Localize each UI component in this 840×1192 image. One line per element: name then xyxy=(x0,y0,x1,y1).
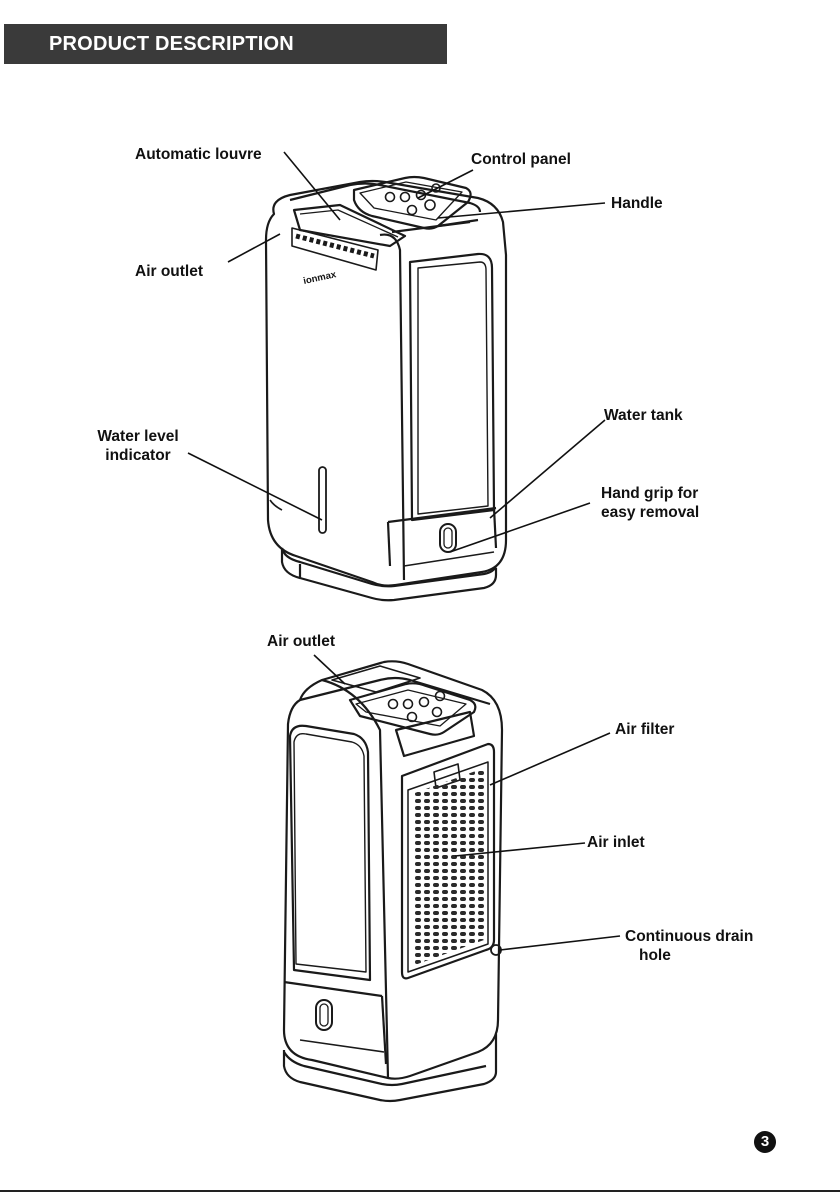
air-inlet-vents xyxy=(412,768,484,966)
label-air-outlet-front: Air outlet xyxy=(135,262,203,281)
label-water-level-line2: indicator xyxy=(82,446,194,465)
page-number-badge: 3 xyxy=(754,1131,776,1153)
label-air-filter: Air filter xyxy=(615,720,674,739)
label-air-outlet-back: Air outlet xyxy=(267,632,335,651)
label-automatic-louvre: Automatic louvre xyxy=(135,145,262,164)
label-control-panel: Control panel xyxy=(471,150,571,169)
label-water-level-line1: Water level xyxy=(82,427,194,446)
label-hand-grip: Hand grip for easy removal xyxy=(601,484,699,522)
label-hand-grip-line1: Hand grip for xyxy=(601,484,699,503)
label-continuous-drain-hole: Continuous drain hole xyxy=(625,927,753,965)
front-view-unit xyxy=(266,177,506,600)
label-hand-grip-line2: easy removal xyxy=(601,503,699,522)
label-air-inlet: Air inlet xyxy=(587,833,645,852)
label-drain-line1: Continuous drain xyxy=(625,927,753,946)
brand-logo-text: ionmax xyxy=(302,269,338,287)
label-handle: Handle xyxy=(611,194,663,213)
label-water-tank: Water tank xyxy=(604,406,683,425)
label-drain-line2: hole xyxy=(625,946,753,965)
label-water-level-indicator: Water level indicator xyxy=(82,427,194,465)
